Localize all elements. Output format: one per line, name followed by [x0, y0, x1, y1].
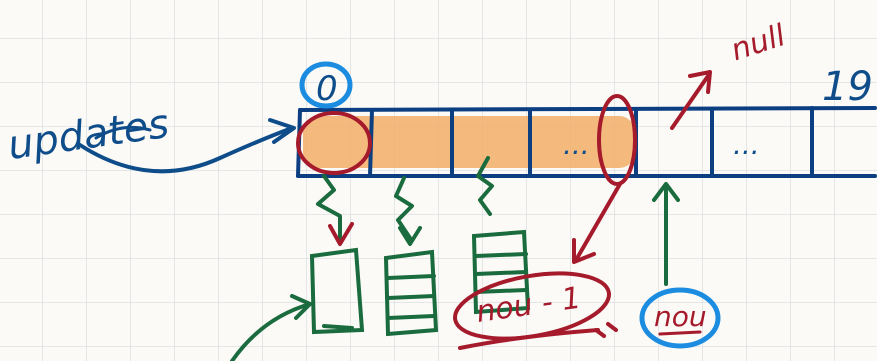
cell-ellipsis-filled: ... [563, 128, 590, 161]
updates-underline [94, 125, 152, 140]
page-box-2 [383, 249, 439, 337]
last-slot-arrowhead [572, 238, 596, 264]
null-arrow [670, 74, 710, 130]
nou-label: nou [654, 300, 707, 333]
first-slot-circle [296, 111, 372, 175]
pointer-squiggle-1 [316, 174, 342, 240]
pointer-squiggle-2 [394, 176, 414, 240]
index-zero-label: 0 [316, 69, 338, 109]
last-slot-arrow [574, 182, 622, 262]
updates-arrowhead [268, 118, 296, 144]
page-box-1 [309, 247, 365, 335]
null-arrowhead [688, 70, 712, 94]
nou-minus-one-underline [458, 328, 600, 350]
filled-slots-highlight [303, 116, 635, 168]
index-nineteen-label: 19 [822, 64, 873, 110]
nou-minus-one-dashes [594, 322, 618, 338]
nou-circle [639, 287, 721, 349]
nou-underline [658, 330, 702, 336]
cell-ellipsis-empty: ... [733, 128, 760, 161]
nou-up-arrowhead [652, 182, 680, 202]
pointer-arrowhead-2 [398, 226, 422, 246]
green-arrow-to-page [230, 302, 312, 361]
last-filled-slot-circle [597, 94, 637, 186]
pointer-arrowhead-1 [328, 222, 354, 246]
index-zero-circle [299, 61, 353, 109]
updates-arrow [78, 126, 294, 174]
pointer-squiggle-3 [476, 156, 494, 216]
green-arrowhead-to-page [290, 294, 312, 320]
page-box-3 [471, 229, 531, 315]
